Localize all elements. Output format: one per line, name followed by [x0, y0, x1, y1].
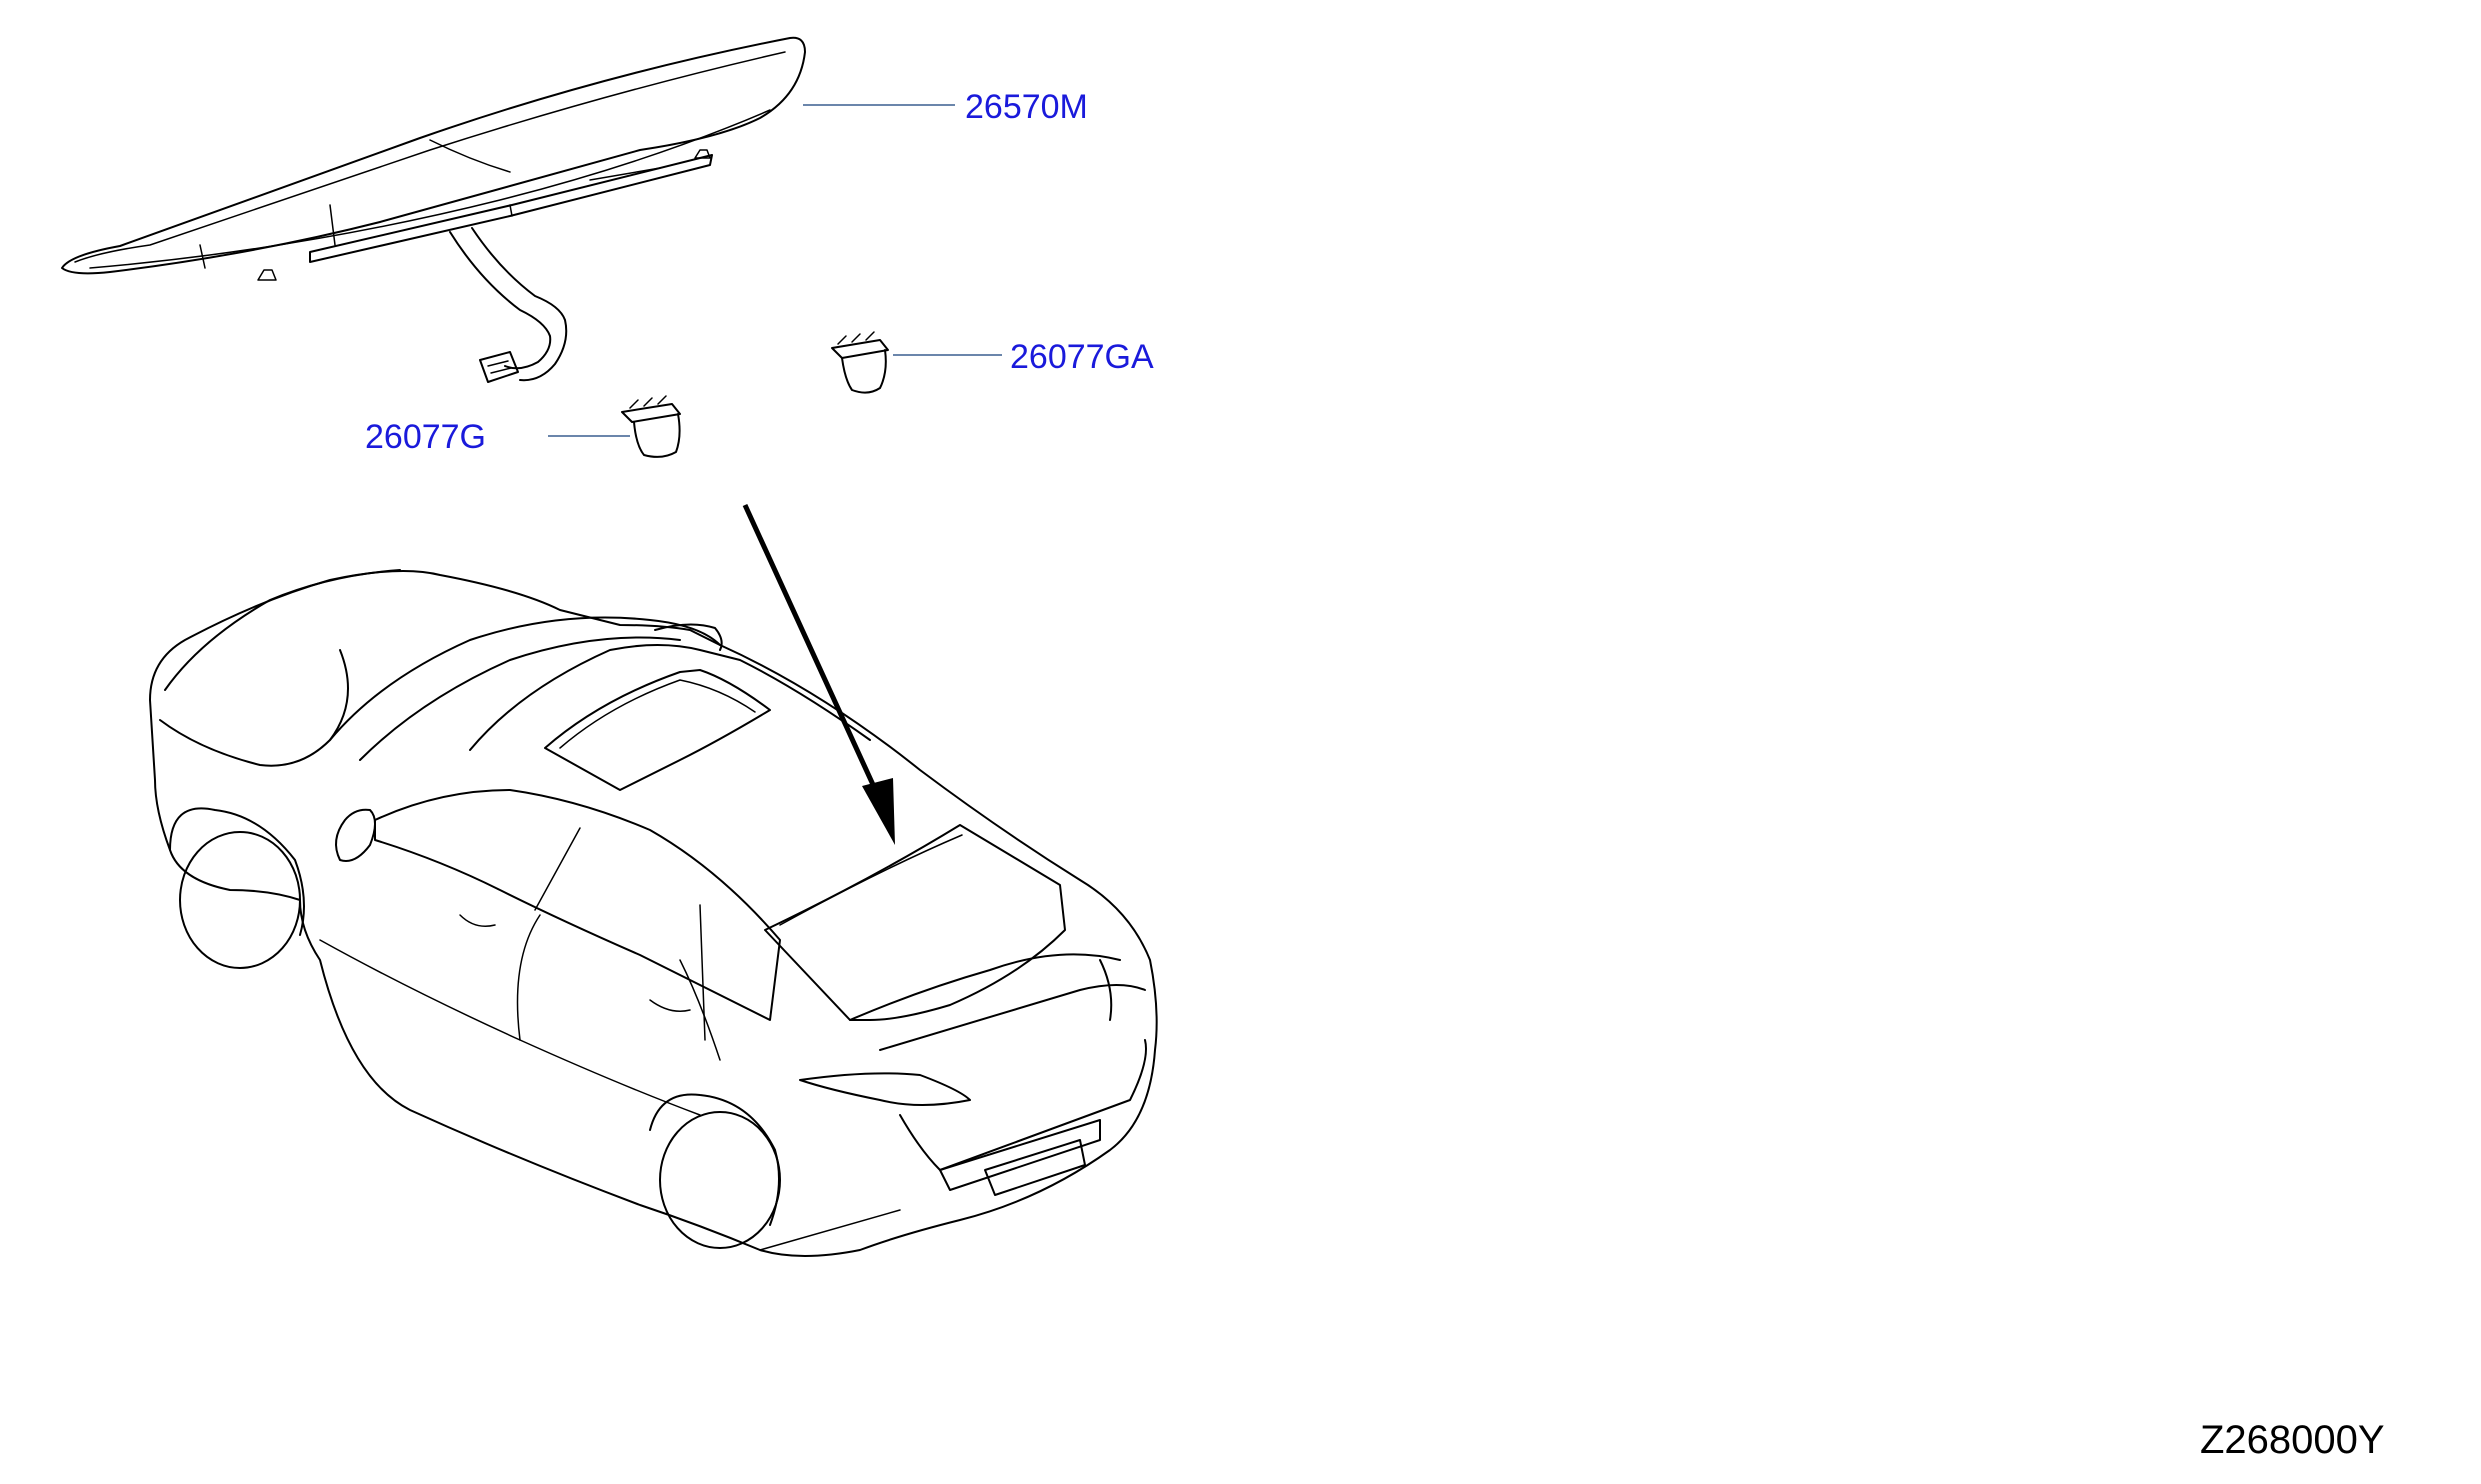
sedan-car-icon	[149, 569, 1158, 1257]
lamp-cap-icon[interactable]	[621, 395, 681, 458]
part-label-26077g[interactable]: 26077G	[365, 418, 486, 456]
high-mount-stop-lamp-icon[interactable]	[61, 36, 806, 383]
part-label-26570m[interactable]: 26570M	[965, 88, 1088, 126]
part-label-26077ga[interactable]: 26077GA	[1010, 338, 1154, 376]
diagram-id: Z268000Y	[2200, 1418, 2385, 1462]
lamp-cap-icon[interactable]	[831, 331, 889, 394]
direction-arrow-icon	[742, 503, 895, 845]
